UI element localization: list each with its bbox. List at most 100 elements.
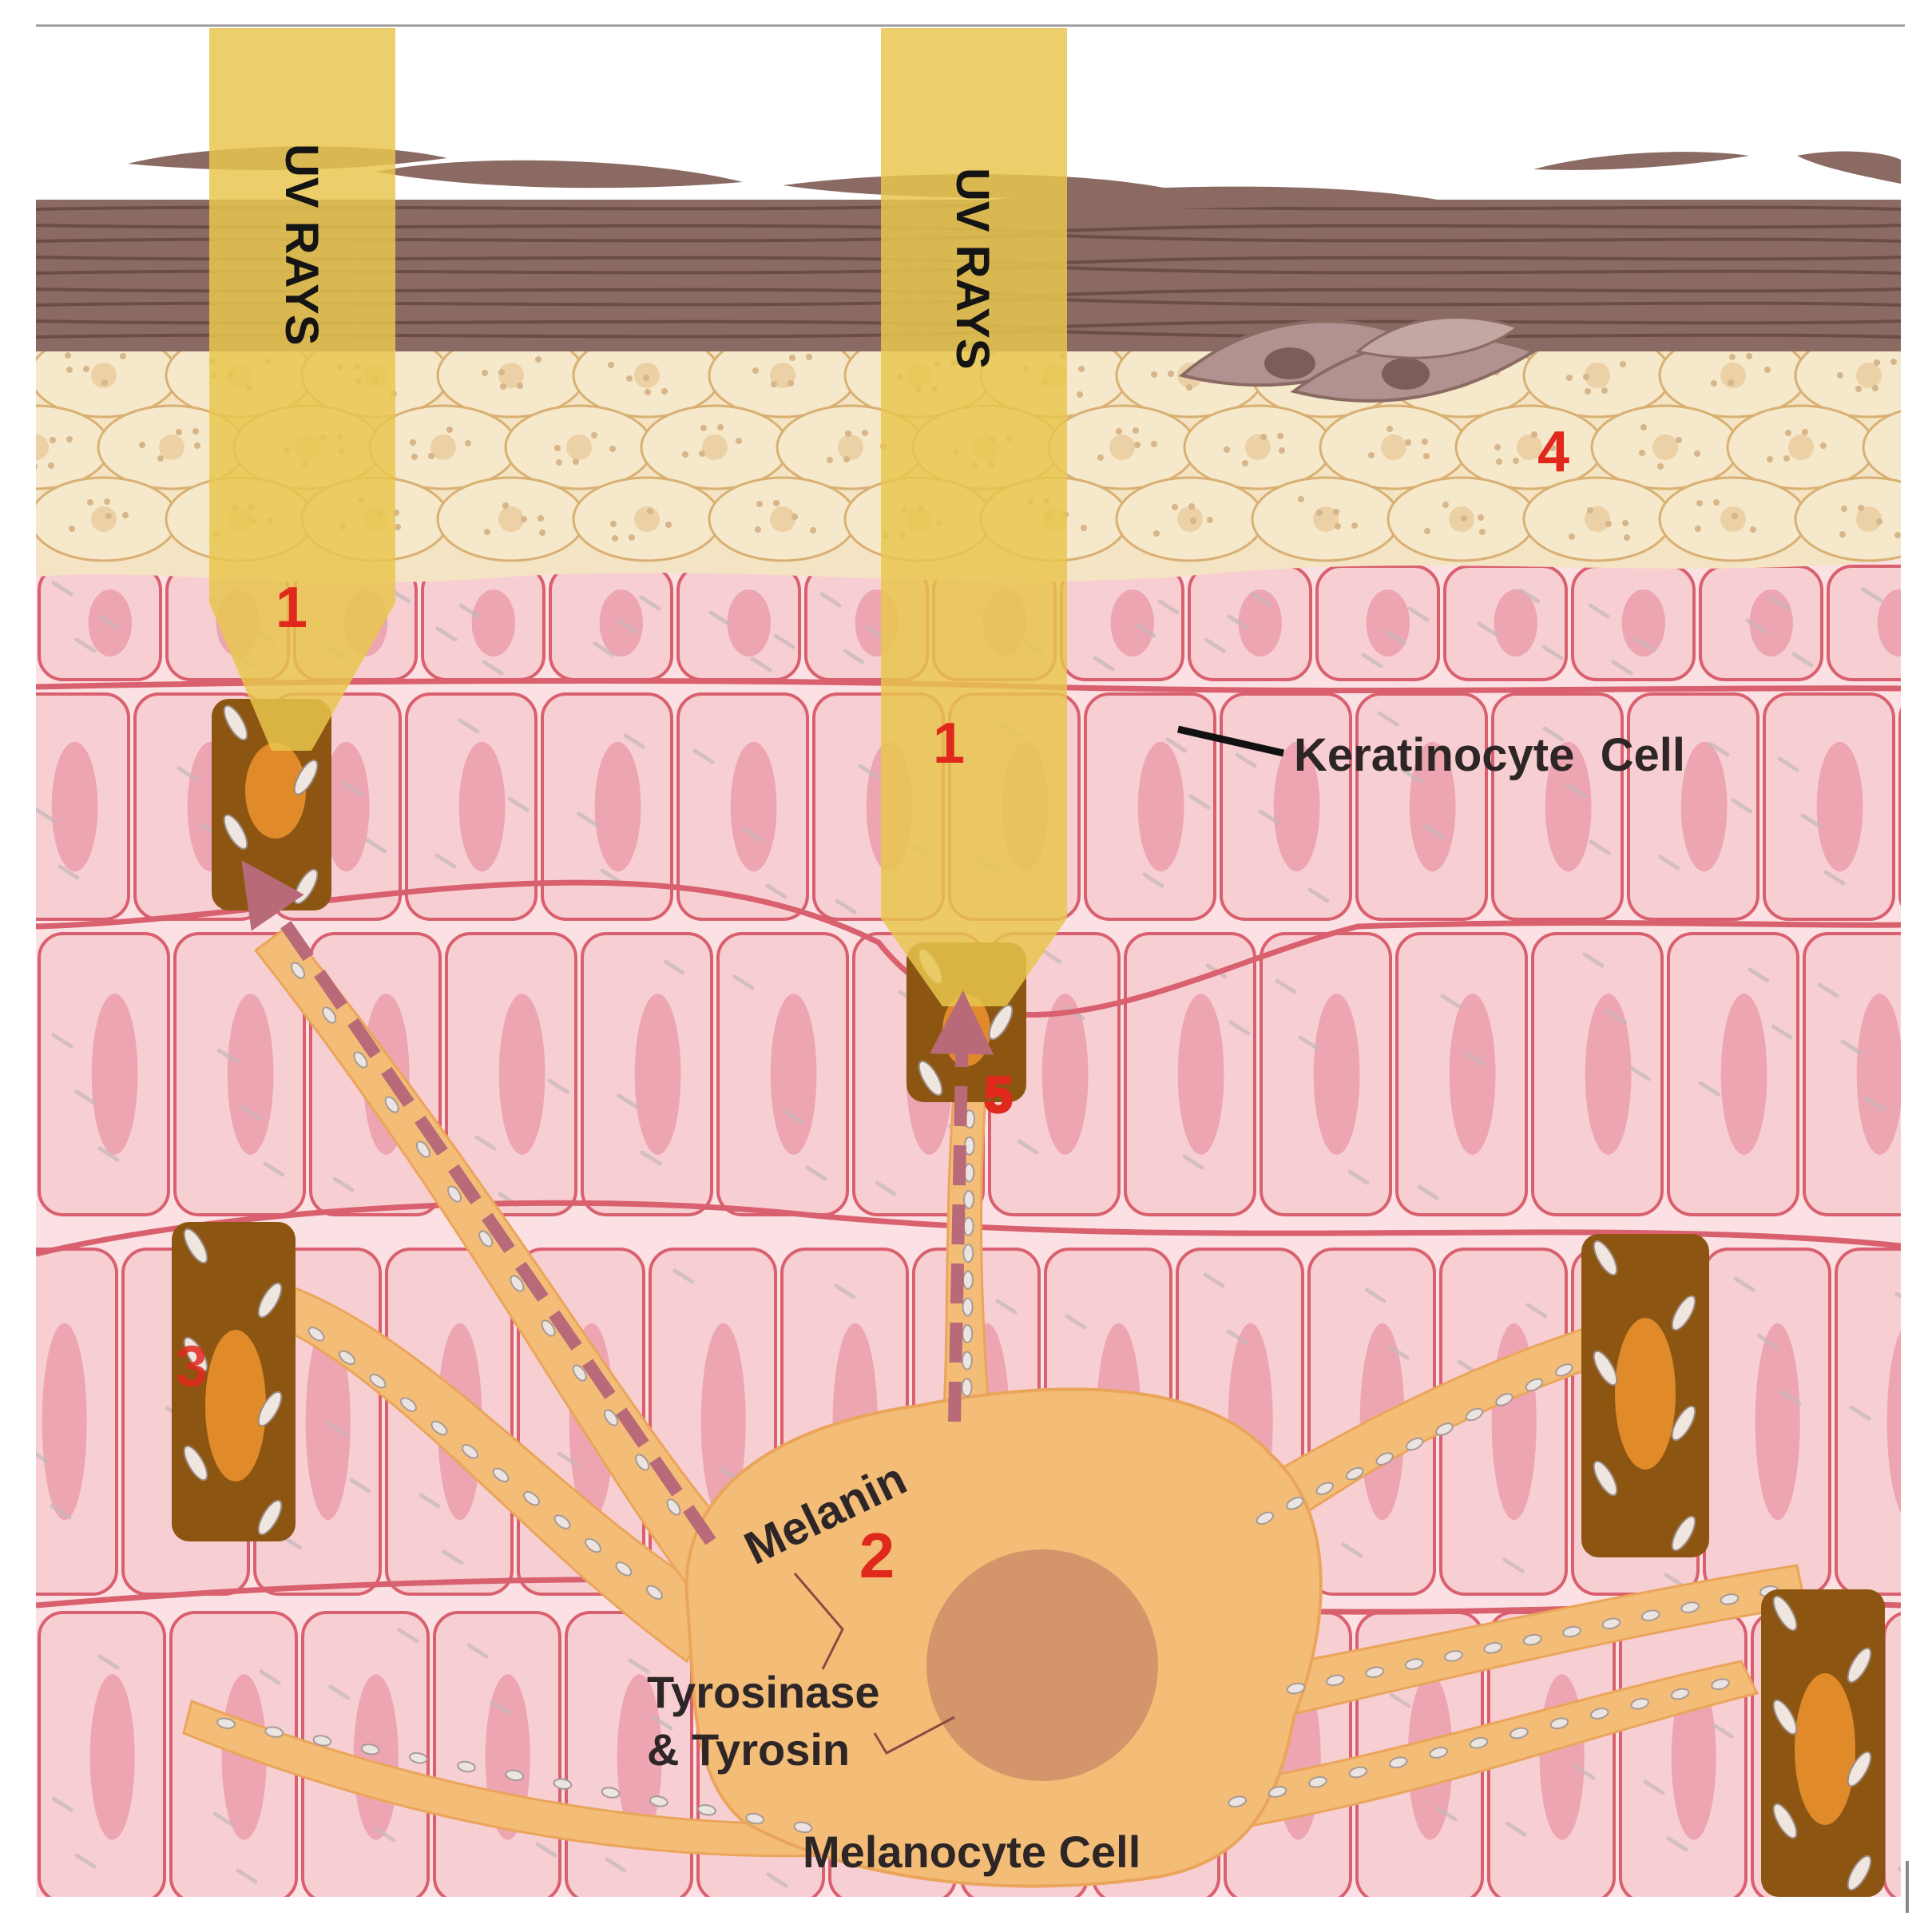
cell-granule bbox=[1817, 982, 1839, 998]
keratohyalin-dot bbox=[1461, 515, 1467, 522]
keratohyalin-dot bbox=[1081, 525, 1087, 531]
keratohyalin-dot bbox=[755, 526, 761, 533]
keratohyalin-dot bbox=[1494, 444, 1501, 450]
melanosome bbox=[353, 1051, 368, 1069]
detaching-cells bbox=[1178, 316, 1537, 403]
melanin-leader-line bbox=[793, 1573, 844, 1670]
keratohyalin-dot bbox=[1732, 513, 1738, 519]
cell-granule bbox=[1905, 636, 1922, 647]
melanin-granule bbox=[1772, 1803, 1798, 1839]
cell-granule bbox=[259, 1669, 281, 1685]
keratohyalin-dot bbox=[498, 369, 505, 375]
granular-cell-nucleus bbox=[1245, 434, 1271, 460]
melanosome bbox=[523, 1490, 540, 1506]
keratohyalin-dot bbox=[1695, 526, 1701, 532]
melanosome bbox=[360, 1744, 380, 1755]
cell-granule bbox=[577, 811, 599, 827]
keratohyalin-dot bbox=[1242, 460, 1248, 466]
keratohyalin-dot bbox=[120, 353, 126, 359]
cell-granule bbox=[212, 1811, 235, 1827]
keratinocyte-nucleus bbox=[1366, 589, 1410, 657]
cell-granule bbox=[36, 1451, 49, 1463]
cell-granule bbox=[1777, 756, 1799, 772]
melanin-granule bbox=[257, 1390, 283, 1427]
cell-granule bbox=[474, 1135, 497, 1151]
melanosome bbox=[415, 1141, 430, 1158]
cell-granule bbox=[328, 1684, 351, 1700]
cell-granule bbox=[557, 1451, 579, 1467]
cell-granule bbox=[1203, 1272, 1225, 1288]
melanosome bbox=[1469, 1736, 1489, 1749]
keratohyalin-dot bbox=[1133, 427, 1139, 434]
melanosome bbox=[961, 1351, 973, 1371]
granular-cell-nucleus bbox=[1720, 506, 1746, 532]
keratinocyte-nucleus bbox=[1273, 741, 1320, 872]
cell-granule bbox=[1204, 637, 1226, 653]
cell-granule bbox=[1142, 872, 1164, 888]
cell-granule bbox=[1731, 798, 1753, 814]
melanosome bbox=[649, 1795, 668, 1807]
cell-granule bbox=[1779, 1390, 1802, 1406]
melanosome bbox=[1365, 1666, 1385, 1679]
melanocyte-cell-label: Melanocyte Cell bbox=[803, 1827, 1141, 1877]
keratohyalin-dot bbox=[699, 450, 705, 457]
granular-cell-nucleus bbox=[159, 434, 184, 460]
keratohyalin-dot bbox=[1694, 450, 1700, 457]
keratohyalin-dot bbox=[1639, 450, 1645, 456]
keratinocyte-nucleus bbox=[227, 994, 274, 1155]
melanosome bbox=[1315, 1482, 1334, 1496]
keratohyalin-dot bbox=[752, 367, 759, 374]
melanosome bbox=[1308, 1775, 1327, 1788]
keratinocyte-nucleus bbox=[1680, 741, 1728, 872]
keratohyalin-dot bbox=[806, 354, 812, 360]
cell-granule bbox=[1440, 994, 1462, 1010]
keratohyalin-dot bbox=[65, 352, 71, 359]
melanin-granule bbox=[1593, 1460, 1618, 1497]
cell-granule bbox=[639, 595, 661, 611]
keratohyalin-dot bbox=[176, 429, 182, 435]
keratohyalin-dot bbox=[1713, 499, 1720, 506]
cell-granule bbox=[1768, 595, 1791, 611]
melanosome bbox=[1404, 1658, 1424, 1670]
cell-granule bbox=[236, 1868, 258, 1884]
keratohyalin-dot bbox=[573, 458, 579, 465]
cell-granule bbox=[177, 766, 199, 782]
cell-granule bbox=[1542, 726, 1565, 742]
cell-granule bbox=[51, 1033, 73, 1049]
cell-granule bbox=[216, 1048, 239, 1064]
cell-granule bbox=[36, 807, 57, 823]
keratinocyte-nucleus bbox=[770, 994, 817, 1155]
melanosome bbox=[1256, 1511, 1275, 1525]
cell-granule bbox=[1573, 1764, 1596, 1780]
melanin-granule bbox=[257, 1499, 283, 1536]
melanosome bbox=[1601, 1617, 1621, 1630]
keratohyalin-dot bbox=[827, 457, 833, 463]
cell-granule bbox=[1541, 645, 1564, 661]
keratohyalin-dot bbox=[101, 379, 108, 386]
keratinocyte-nucleus bbox=[1886, 1331, 1901, 1513]
cell-granule bbox=[74, 1089, 97, 1105]
melanosome bbox=[1286, 1682, 1306, 1695]
cell-granule bbox=[1840, 1039, 1863, 1055]
cell-granule bbox=[419, 1493, 441, 1509]
keratinocyte-nucleus bbox=[1877, 589, 1901, 657]
cell-granule bbox=[442, 1549, 464, 1565]
granular-cell-nucleus bbox=[1177, 506, 1203, 532]
cell-granule bbox=[397, 1628, 419, 1644]
cell-granule bbox=[1502, 1557, 1525, 1573]
cell-granule bbox=[708, 610, 731, 626]
keratohyalin-dot bbox=[428, 453, 434, 459]
keratohyalin-dot bbox=[1750, 526, 1756, 533]
keratohyalin-dot bbox=[608, 362, 614, 368]
keratohyalin-dot bbox=[1479, 529, 1486, 535]
granular-cell-nucleus bbox=[770, 506, 795, 532]
keratinocyte-nucleus bbox=[634, 994, 681, 1155]
cell-granule bbox=[692, 748, 715, 764]
cell-granule bbox=[1894, 1291, 1901, 1299]
melanin-transport-arrow-to-left-cell bbox=[241, 860, 716, 1545]
keratinocyte-nucleus bbox=[1816, 741, 1863, 872]
cell-granule bbox=[1417, 1184, 1439, 1200]
keratohyalin-dot bbox=[521, 516, 527, 522]
granular-cell bbox=[1862, 410, 1901, 485]
melanin-granule bbox=[1671, 1515, 1696, 1552]
